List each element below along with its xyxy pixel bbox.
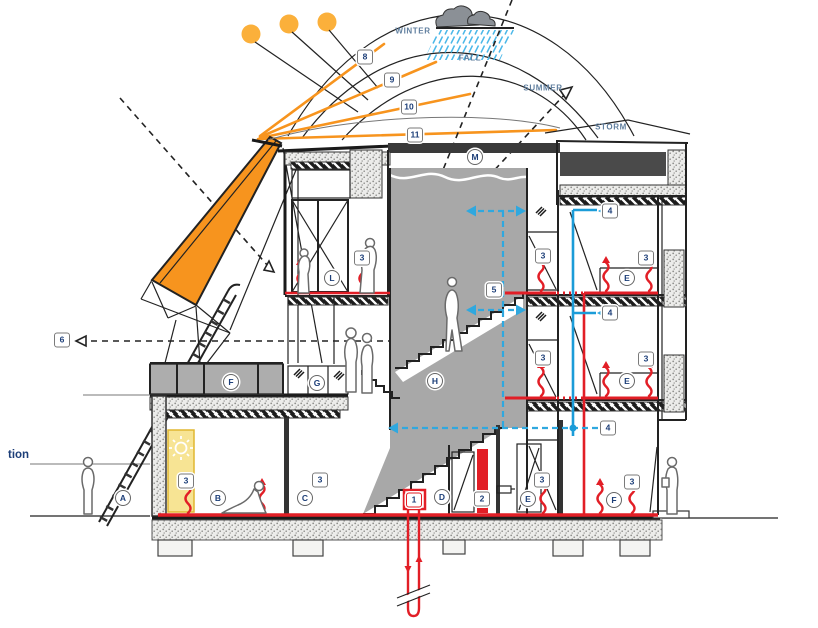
marker-letter-f-deck: F xyxy=(223,374,239,390)
marker-number-6-exterior: 6 xyxy=(54,332,70,348)
marker-letter-l: L xyxy=(324,270,340,286)
marker-number-3-upper-left: 3 xyxy=(354,250,370,266)
marker-number-5-atrium: 5 xyxy=(486,282,502,298)
figure-balcony-2 xyxy=(360,332,374,394)
marker-letter-e-ground: E xyxy=(520,491,536,507)
marker-letter-h: H xyxy=(427,373,443,389)
season-label-storm: STORM xyxy=(595,122,627,132)
marker-letter-b: B xyxy=(210,490,226,506)
solar-collector xyxy=(140,135,323,364)
figure-bending-upper xyxy=(297,248,311,294)
marker-number-9-beam: 9 xyxy=(384,72,400,88)
left-edge-cutoff-text: tion xyxy=(8,449,30,461)
figure-standing-right xyxy=(661,456,679,515)
marker-number-3-room-f: 3 xyxy=(624,474,640,490)
marker-number-3-trombe: 3 xyxy=(178,473,194,489)
marker-number-3-bedroom-lower: 3 xyxy=(638,351,654,367)
marker-letter-m: M xyxy=(467,149,483,165)
sun-icon xyxy=(317,12,337,32)
ventilation-system xyxy=(388,205,608,436)
sun-icon xyxy=(279,14,299,34)
figure-standing-left xyxy=(81,456,95,515)
marker-letter-g: G xyxy=(309,375,325,391)
vent-grille-icon xyxy=(535,311,547,322)
marker-letter-e-bedroom-upper: E xyxy=(619,270,635,286)
radiant-wall-panel xyxy=(477,449,488,513)
marker-number-4-upper: 4 xyxy=(602,203,618,219)
sun-symbol xyxy=(169,436,193,460)
marker-letter-a: A xyxy=(115,490,131,506)
marker-number-8-beam: 8 xyxy=(357,49,373,65)
collector-truss xyxy=(140,279,231,364)
vent-grille-icon xyxy=(535,206,547,217)
season-label-fall: FALL xyxy=(458,53,482,63)
season-label-summer: SUMMER xyxy=(523,83,563,93)
vent-grille-icon xyxy=(333,370,345,381)
marker-number-3-bedroom-upper: 3 xyxy=(638,250,654,266)
human-figures xyxy=(81,237,679,515)
building-shell xyxy=(149,116,778,557)
marker-number-3-column-lower: 3 xyxy=(535,350,551,366)
figure-seated-upper xyxy=(359,237,378,294)
season-label-winter: WINTER xyxy=(395,26,431,36)
marker-number-10-beam: 10 xyxy=(401,99,417,115)
sun-icon xyxy=(241,24,261,44)
marker-number-1-geothermal: 1 xyxy=(406,492,422,508)
marker-letter-c: C xyxy=(297,490,313,506)
marker-letter-e-bedroom-lower: E xyxy=(619,373,635,389)
marker-number-3-room-c: 3 xyxy=(312,472,328,488)
figure-reclining xyxy=(221,480,267,514)
figure-on-stairs xyxy=(444,276,463,352)
marker-number-11-beam: 11 xyxy=(407,127,423,143)
figure-balcony-1 xyxy=(343,327,359,393)
vent-grille-icon xyxy=(293,368,305,379)
sun-group xyxy=(241,12,379,113)
marker-number-3-room-e: 3 xyxy=(534,472,550,488)
marker-number-2-radiant-panel: 2 xyxy=(474,491,490,507)
marker-letter-d: D xyxy=(434,489,450,505)
geothermal-loop xyxy=(396,488,431,618)
marker-letter-f-ground: F xyxy=(606,492,622,508)
rain-cloud xyxy=(424,5,514,60)
trombe-wall-panel xyxy=(167,429,195,513)
marker-number-4-middle: 4 xyxy=(602,305,618,321)
marker-number-4-lower: 4 xyxy=(600,420,616,436)
marker-number-3-column-upper: 3 xyxy=(535,248,551,264)
